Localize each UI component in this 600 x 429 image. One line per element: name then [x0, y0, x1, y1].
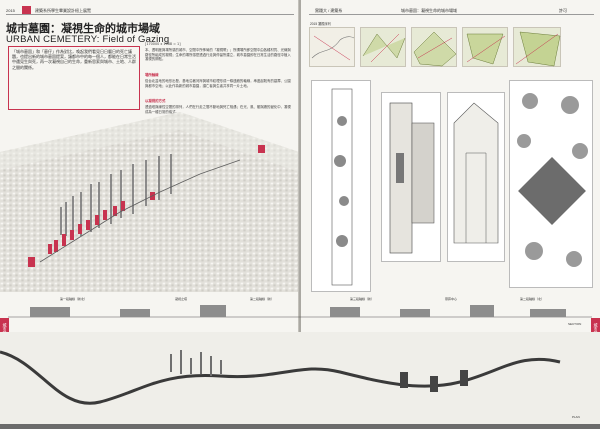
- section-label: 墓葬中心: [445, 297, 458, 301]
- meta-line: [170000 x 1068 = 1]: [145, 42, 181, 46]
- long-section-drawing: [8, 305, 592, 318]
- school-name: 實踐大 / 建築系: [315, 8, 343, 13]
- header-rule: [6, 14, 294, 15]
- author-tag: 許可: [143, 26, 150, 30]
- page-number: 2015: [6, 8, 15, 13]
- issue-badge-icon: [22, 6, 31, 14]
- left-page: 2015 建築系所學生畢業設計紐上展覽 城市墓園：凝視生命的城市場域 許可 UR…: [0, 0, 299, 424]
- section-label: 第二段軸線（北）: [520, 297, 545, 301]
- sequence-thumbnail: [309, 27, 355, 67]
- intro-quote-text: 「城市墓園」和「墓仔」作為對比，喚起我們看見日日曆日的死亡議題，也提出新的城市墓…: [12, 49, 136, 70]
- section2-title: 以凝視的方式: [145, 99, 166, 103]
- sequence-thumbnail: [360, 27, 406, 67]
- header-rule-right: [309, 14, 594, 15]
- series-title: 建築系所學生畢業設計紐上展覽: [35, 8, 91, 13]
- running-title: 城市墓園：凝視生命的城市場域: [401, 8, 457, 13]
- body-intro: 本、透明度與場所感的城市、空間中所佈局的「凝視帶」；所謂場所即空間中由各種材質、…: [145, 48, 291, 62]
- section-tab-right[interactable]: 城市墓園: [591, 318, 600, 344]
- sequence-thumbnail: [513, 27, 561, 67]
- section-tab-left[interactable]: 城市墓園: [0, 318, 9, 344]
- page-gutter: [298, 0, 302, 424]
- section-sheet: [381, 92, 441, 262]
- plan-tag: PLAN: [572, 415, 580, 419]
- section-label: 凝視之塔: [175, 297, 188, 301]
- sequence-label: 2015 凝視序列: [310, 22, 331, 26]
- section1-title: 場所軸線: [145, 73, 159, 77]
- sequence-thumbnail: [411, 27, 457, 67]
- plan-sheet: [509, 80, 593, 288]
- section-sheet: [447, 92, 505, 262]
- section1-body: 從台北盆地的地形出發，基地沿著河岸與城市紋理形成一條連續的軸線，串連起既有的墓葬…: [145, 79, 291, 88]
- section-tab-right-label: 城市墓園: [593, 323, 599, 339]
- section-tab-left-label: 城市墓園: [2, 323, 8, 339]
- section-label: 第一段軸線（新北）: [60, 297, 88, 301]
- section-label: 第三段軸線（新）: [350, 297, 375, 301]
- river-plan-drawing: [0, 350, 561, 405]
- section-sheet: [311, 80, 371, 292]
- section-label: 第二段軸線（新）: [250, 297, 275, 301]
- section-tag: SECTION: [568, 322, 582, 326]
- article-title-zh: 城市墓園：凝視生命的城市場域: [6, 22, 160, 35]
- section2-body: 透過塔與線性空間的排列，人們在行走之間不斷地與死亡相遇；在光、風、樹與牆的變化中…: [145, 105, 291, 114]
- long-section-strip: 第一段軸線（新北） 凝視之塔 第二段軸線（新） 第三段軸線（新） 墓葬中心 第二…: [0, 295, 600, 331]
- article-title-en: URBAN CEMETERY: Field of Gazing: [6, 34, 170, 45]
- river-plan-strip: PLAN: [0, 332, 600, 424]
- intro-quote: 「城市墓園」和「墓仔」作為對比，喚起我們看見日日曆日的死亡議題，也提出新的城市墓…: [8, 46, 140, 110]
- sequence-thumbnail: [462, 27, 508, 67]
- running-author: 許可: [559, 8, 567, 13]
- city-model-image: [0, 112, 299, 292]
